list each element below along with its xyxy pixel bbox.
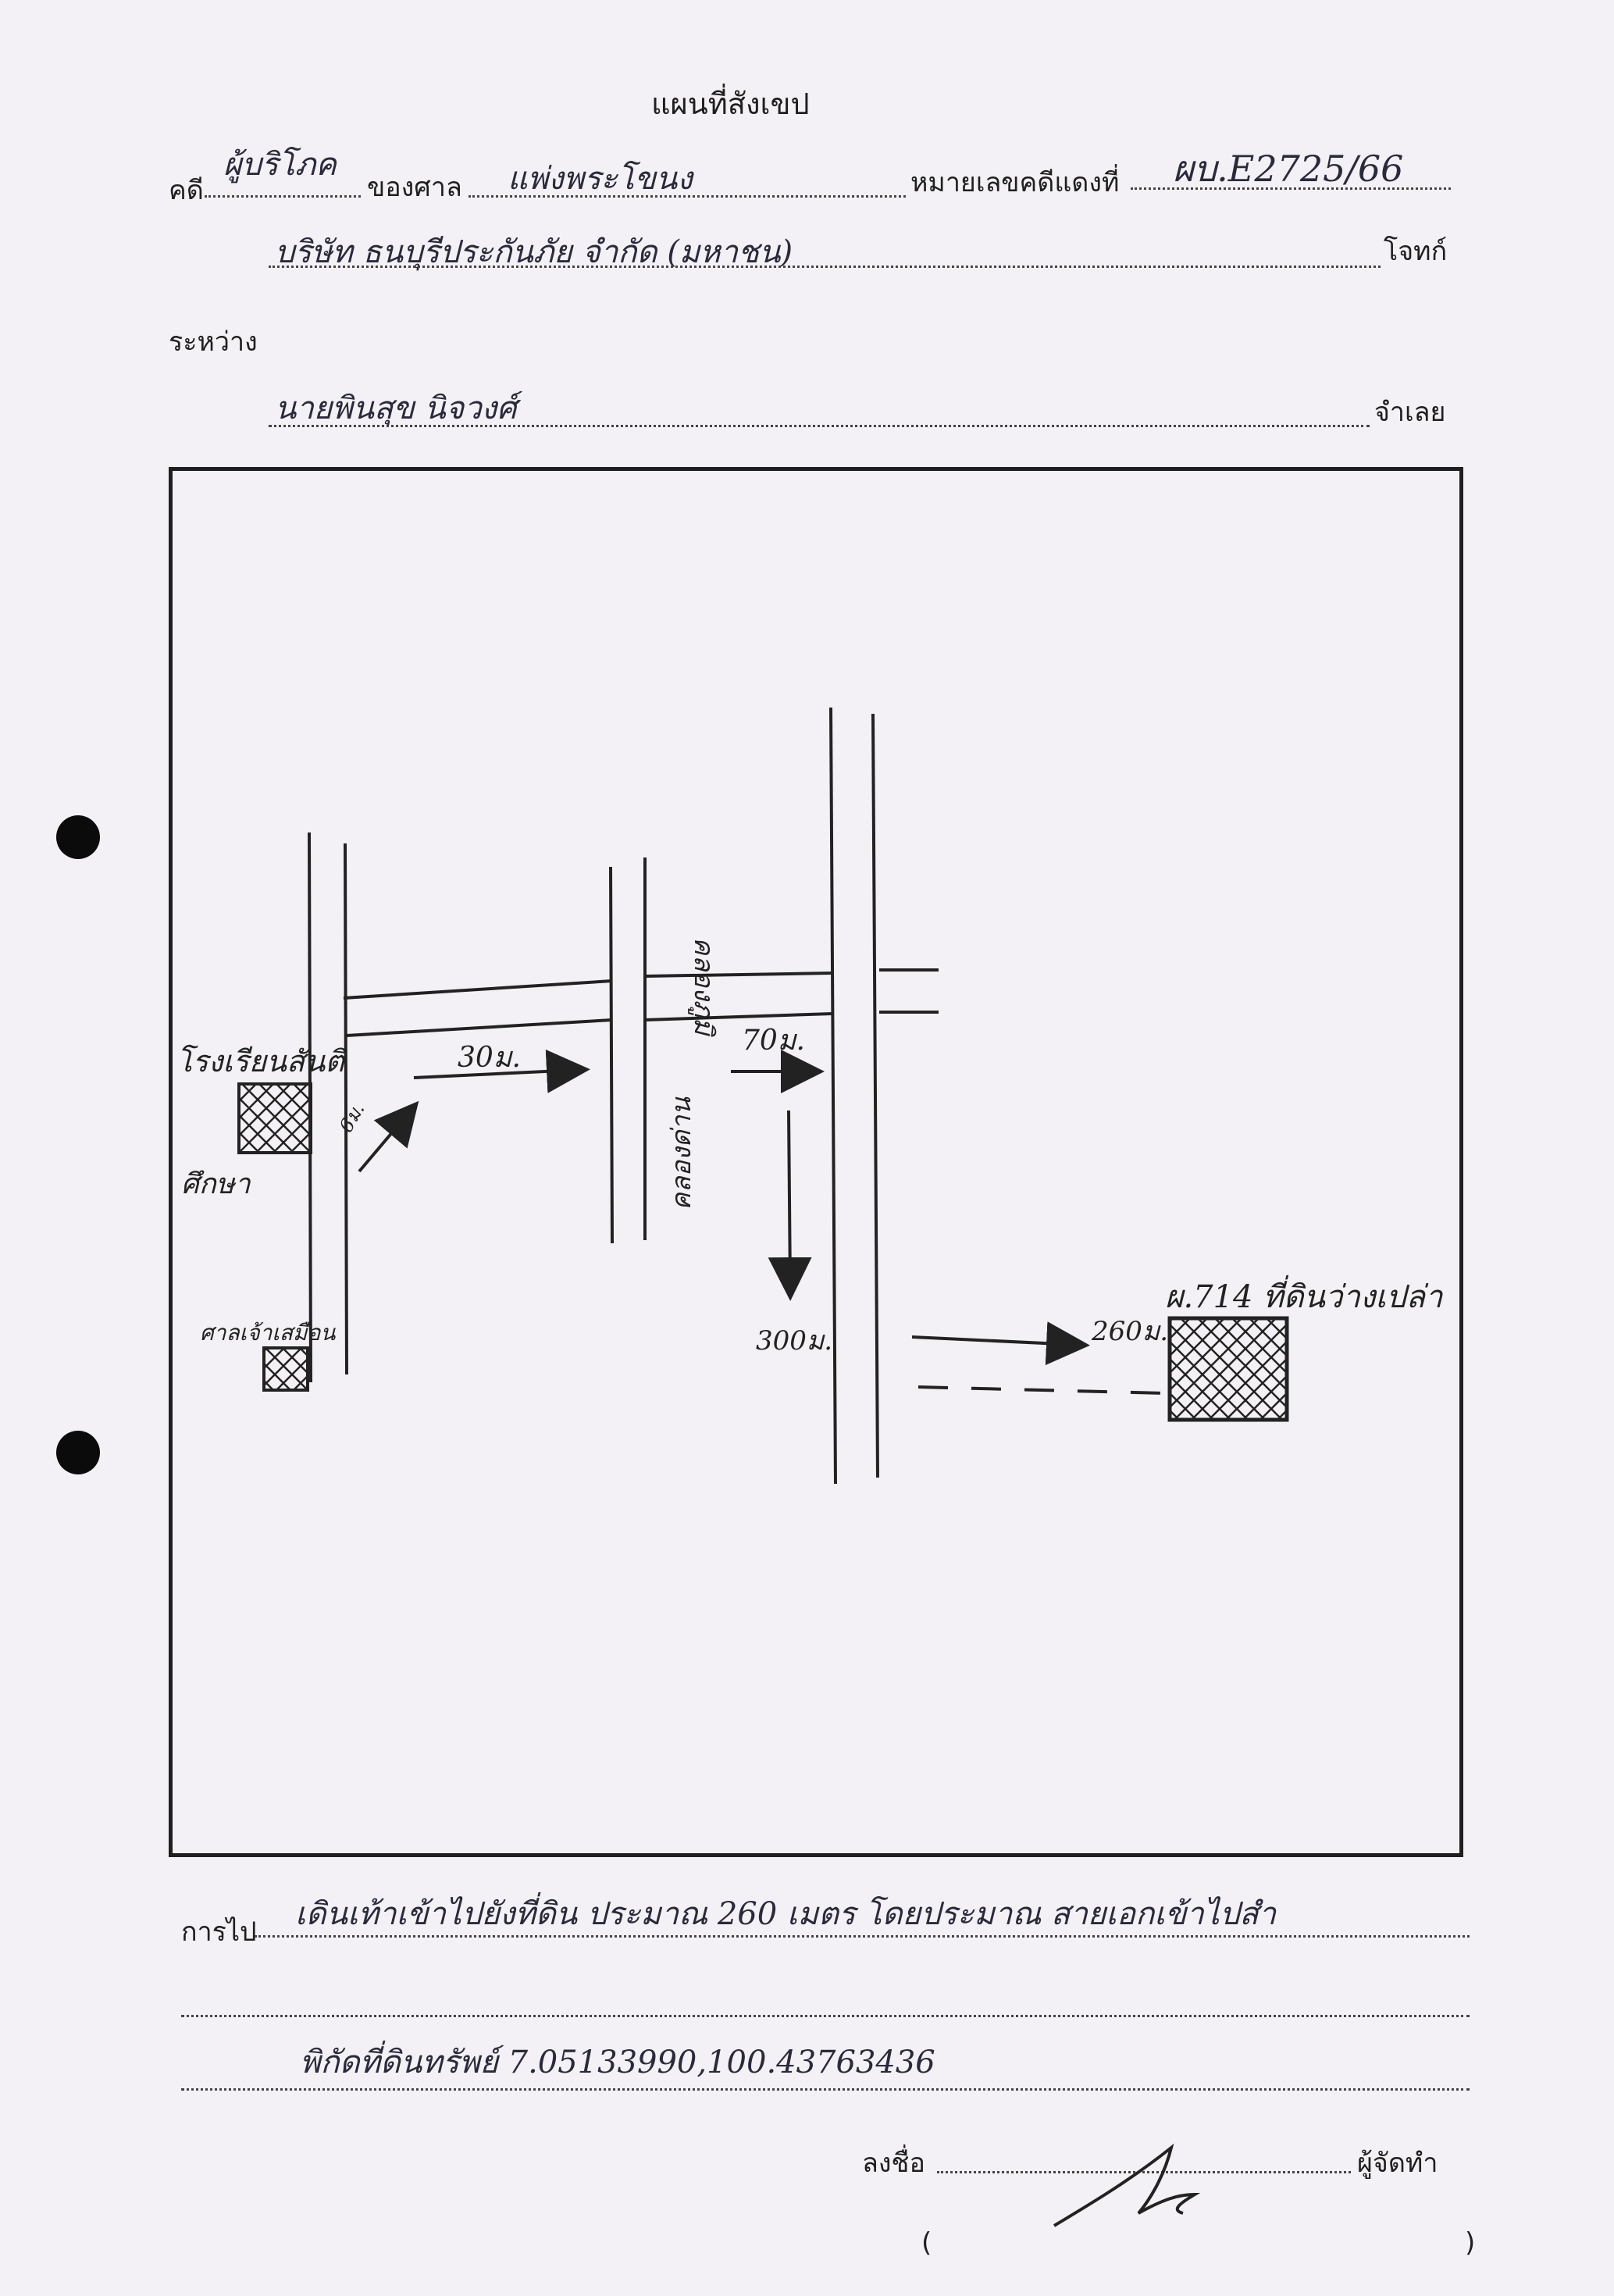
road-main-vertical [308, 832, 348, 1383]
paren-close: ) [1465, 2227, 1476, 2259]
route-arrows [358, 1049, 1164, 1395]
directions-value: เดินเท้าเข้าไปยังที่ดิน ประมาณ 260 เมตร … [295, 1896, 1277, 1932]
directions-label: การไป [181, 1916, 257, 1948]
plaintiff-label: โจทก์ [1384, 236, 1448, 267]
label-dist-6: 6ม. [335, 1099, 369, 1136]
map-frame [169, 467, 1463, 1857]
court-label: ของศาล [367, 172, 462, 203]
case-type-value: ผู้บริโภค [223, 147, 337, 183]
coords-value: พิกัดที่ดินทรัพย์ 7.05133990,100.4376343… [300, 2045, 935, 2080]
defendant-value: นายพินสุข นิจวงศ์ [275, 390, 517, 426]
court-value: แพ่งพระโขนง [508, 161, 693, 197]
red-case-line [1131, 187, 1451, 190]
defendant-line [269, 425, 1370, 427]
defendant-label: จำเลย [1374, 397, 1446, 428]
directions-line-1 [255, 1935, 1470, 1938]
label-canal-lower: คลองด่าน [666, 1096, 697, 1210]
binder-hole-bottom [56, 1431, 100, 1474]
directions-line-2 [181, 2015, 1470, 2017]
maker-label: ผู้จัดทำ [1357, 2148, 1438, 2179]
signature [1053, 2143, 1201, 2227]
plaintiff-line [269, 266, 1381, 268]
label-school: โรงเรียนสันติ [176, 1044, 347, 1078]
school-building [237, 1082, 312, 1154]
label-shrine: ศาลเจ้าเสมือน [200, 1320, 336, 1346]
label-canal-upper: คลองภูมิ [688, 937, 719, 1037]
canal-lower [829, 707, 879, 1485]
road-horizontal [343, 968, 939, 1037]
signature-label: ลงชื่อ [862, 2148, 925, 2179]
canal-upper [609, 857, 647, 1244]
paren-open: ( [921, 2227, 932, 2259]
label-dist-70: 70ม. [742, 1025, 805, 1057]
case-type-line [205, 195, 361, 198]
label-dist-30: 30ม. [458, 1042, 521, 1074]
label-school-sub: ศึกษา [181, 1168, 251, 1200]
label-dist-300: 300ม. [756, 1325, 832, 1357]
binder-hole-top [56, 815, 100, 859]
target-plot [1167, 1316, 1289, 1422]
page-title: แผนที่สังเขป [651, 87, 810, 121]
signature-line [937, 2171, 1351, 2173]
plaintiff-value: บริษัท ธนบุรีประกันภัย จำกัด (มหาชน) [275, 234, 793, 270]
red-case-label: หมายเลขคดีแดงที่ [910, 167, 1120, 198]
red-case-value: ผบ.E2725/66 [1173, 148, 1404, 190]
directions-line-3 [181, 2088, 1470, 2091]
court-line [469, 195, 906, 198]
shrine-building [262, 1346, 309, 1392]
case-type-label: คดี [169, 175, 204, 206]
label-dist-260: 260ม. [1091, 1316, 1168, 1347]
between-label: ระหว่าง [169, 326, 258, 358]
label-target: ผ.714 ที่ดินว่างเปล่า [1165, 1275, 1444, 1315]
